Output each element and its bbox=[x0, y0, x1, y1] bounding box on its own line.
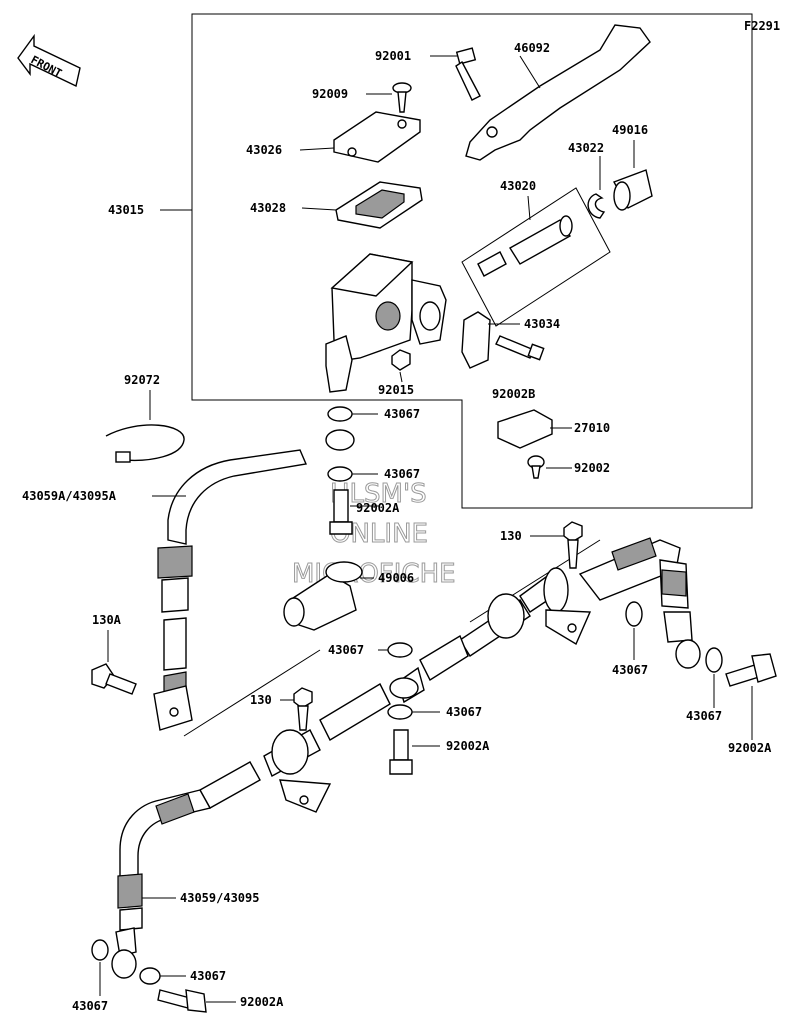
nut-92015 bbox=[391, 349, 411, 383]
label-92072: 92072 bbox=[124, 373, 160, 387]
label-92015: 92015 bbox=[378, 383, 414, 397]
washer-43067-h bbox=[91, 939, 109, 996]
screw-92009 bbox=[366, 82, 412, 113]
label-43028: 43028 bbox=[250, 201, 286, 215]
washer-43067-f bbox=[387, 704, 440, 720]
label-92002B: 92002B bbox=[492, 387, 535, 401]
label-92002A-d: 92002A bbox=[240, 995, 284, 1009]
piston-kit-43020 bbox=[461, 187, 611, 327]
label-92002A-c: 92002A bbox=[728, 741, 772, 755]
label-130-a: 130 bbox=[500, 529, 522, 543]
washer-43067-a bbox=[327, 406, 378, 422]
bolt-92002B bbox=[495, 335, 545, 361]
reservoir-cap-43026 bbox=[299, 111, 421, 163]
master-cylinder-body bbox=[325, 253, 447, 393]
label-92002: 92002 bbox=[574, 461, 610, 475]
bolt-92001 bbox=[430, 47, 481, 101]
watermark-line-1: HLSM'S bbox=[330, 479, 427, 509]
washer-43067-d bbox=[705, 647, 723, 708]
label-92002A-a: 92002A bbox=[356, 501, 400, 515]
label-43067-d: 43067 bbox=[612, 663, 648, 677]
label-43067-a: 43067 bbox=[384, 407, 420, 421]
screw-92002 bbox=[527, 455, 572, 479]
label-92009: 92009 bbox=[312, 87, 348, 101]
hose-right-end bbox=[611, 537, 701, 669]
dust-boot-49016 bbox=[613, 140, 653, 211]
assembly-boundary bbox=[191, 13, 753, 509]
label-43067-h: 43067 bbox=[72, 999, 108, 1013]
label-43067-c: 43067 bbox=[328, 643, 364, 657]
label-43067-e: 43067 bbox=[446, 705, 482, 719]
bolt-130-lower bbox=[280, 687, 313, 731]
label-43015: 43015 bbox=[108, 203, 144, 217]
washer-43067-b bbox=[327, 466, 378, 482]
hose-43059A bbox=[152, 429, 355, 731]
label-43022: 43022 bbox=[568, 141, 604, 155]
bolt-92002A-lower bbox=[157, 989, 236, 1013]
washer-43067-e bbox=[378, 642, 413, 658]
snap-ring-43022 bbox=[587, 156, 606, 219]
brake-lever-46092 bbox=[465, 24, 651, 161]
label-130-b: 130 bbox=[250, 693, 272, 707]
label-92001: 92001 bbox=[375, 49, 411, 63]
brake-pipe-center bbox=[183, 539, 681, 813]
label-43026: 43026 bbox=[246, 143, 282, 157]
label-49006: 49006 bbox=[378, 571, 414, 585]
label-43034: 43034 bbox=[524, 317, 560, 331]
clamp-43034 bbox=[461, 311, 520, 369]
bolt-92002A-center bbox=[389, 729, 440, 775]
label-27010: 27010 bbox=[574, 421, 610, 435]
bolt-130-upper bbox=[530, 521, 583, 569]
band-92072 bbox=[105, 390, 185, 463]
switch-27010 bbox=[497, 409, 572, 449]
bolt-92002A-right bbox=[725, 653, 777, 740]
label-46092: 46092 bbox=[514, 41, 550, 55]
label-43059: 43059/43095 bbox=[180, 891, 259, 905]
bolt-92002A-upper bbox=[329, 489, 380, 535]
washer-43067-g bbox=[139, 967, 186, 985]
diaphragm-43028 bbox=[301, 181, 423, 229]
label-43067-f: 43067 bbox=[686, 709, 722, 723]
label-43059A: 43059A/43095A bbox=[22, 489, 117, 503]
watermark: HLSM'S ONLINE MICROFICHE bbox=[292, 479, 457, 590]
figure-code: F2291 bbox=[744, 19, 780, 33]
bolt-130A bbox=[91, 630, 137, 695]
label-92002A-b: 92002A bbox=[446, 739, 490, 753]
hose-43059 bbox=[111, 789, 212, 979]
label-130A: 130A bbox=[92, 613, 122, 627]
front-arrow-icon: FRONT bbox=[17, 33, 81, 88]
label-43020: 43020 bbox=[500, 179, 536, 193]
washer-43067-c bbox=[625, 601, 643, 660]
label-43067-b: 43067 bbox=[384, 467, 420, 481]
fitting-49006 bbox=[283, 561, 374, 631]
label-43067-g: 43067 bbox=[190, 969, 226, 983]
label-49016: 49016 bbox=[612, 123, 648, 137]
